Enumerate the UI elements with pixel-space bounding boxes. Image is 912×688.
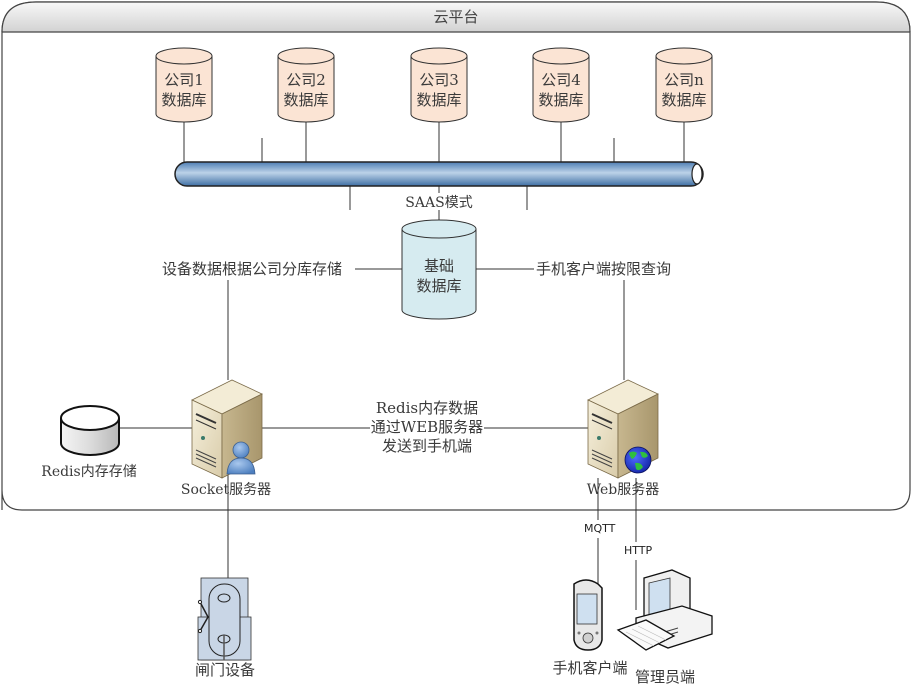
company-db-label: 公司n 数据库 xyxy=(661,70,706,110)
company-db-name: 公司3 xyxy=(419,71,459,89)
socket-server-label: Socket服务器 xyxy=(180,482,272,498)
db-bus-connectors xyxy=(183,120,685,225)
company-db-cylinder xyxy=(655,47,713,123)
web-server-icon xyxy=(587,379,659,479)
company-db-label: 公司2 数据库 xyxy=(283,70,328,110)
redis-to-mobile-label: Redis内存数据 通过WEB服务器 发送到手机端 xyxy=(371,399,483,456)
company-db-cylinder xyxy=(155,47,213,123)
company-databases xyxy=(155,47,713,123)
saas-bus-pipe xyxy=(174,161,704,187)
user-icon xyxy=(226,441,256,475)
redis-to-mobile-line2: 通过WEB服务器 xyxy=(370,418,484,436)
company-db-type: 数据库 xyxy=(283,91,329,109)
mqtt-protocol-label: MQTT xyxy=(583,520,617,538)
globe-icon xyxy=(624,446,652,474)
base-db-line1: 基础 xyxy=(423,257,455,275)
base-db-label: 基础 数据库 xyxy=(416,256,461,296)
base-db-connectors xyxy=(227,268,625,380)
redis-to-mobile-line1: Redis内存数据 xyxy=(375,399,479,417)
http-protocol-label: HTTP xyxy=(623,542,654,560)
company-db-name: 公司2 xyxy=(286,71,326,89)
company-db-name: 公司4 xyxy=(541,71,581,89)
storage-by-company-label: 设备数据根据公司分库存储 xyxy=(162,260,343,278)
socket-server-icon xyxy=(191,379,263,479)
base-db-line2: 数据库 xyxy=(416,277,462,295)
company-db-name: 公司n xyxy=(664,71,704,89)
company-db-name: 公司1 xyxy=(164,71,204,89)
cloud-platform-title: 云平台 xyxy=(433,8,479,26)
company-db-cylinder xyxy=(532,47,590,123)
redis-storage-icon xyxy=(60,405,120,456)
company-db-type: 数据库 xyxy=(538,91,584,109)
company-db-type: 数据库 xyxy=(416,91,462,109)
company-db-type: 数据库 xyxy=(161,91,207,109)
web-server-label: Web服务器 xyxy=(586,482,660,498)
admin-client-label: 管理员端 xyxy=(634,668,696,686)
company-db-cylinder xyxy=(410,47,468,123)
company-db-label: 公司4 数据库 xyxy=(538,70,583,110)
saas-mode-label: SAAS模式 xyxy=(405,195,473,211)
mobile-client-label: 手机客户端 xyxy=(552,659,628,677)
company-db-type: 数据库 xyxy=(661,91,707,109)
base-database-cylinder xyxy=(401,219,477,320)
redis-to-mobile-line3: 发送到手机端 xyxy=(381,437,472,455)
mobile-query-label: 手机客户端按限查询 xyxy=(536,260,672,278)
admin-pc-icon xyxy=(616,569,713,651)
company-db-label: 公司3 数据库 xyxy=(416,70,461,110)
gate-device-icon xyxy=(197,577,252,661)
redis-storage-label: Redis内存存储 xyxy=(41,464,137,480)
company-db-label: 公司1 数据库 xyxy=(161,70,206,110)
company-db-cylinder xyxy=(277,47,335,123)
gate-device-label: 闸门设备 xyxy=(194,661,256,679)
mobile-phone-icon xyxy=(573,579,603,651)
